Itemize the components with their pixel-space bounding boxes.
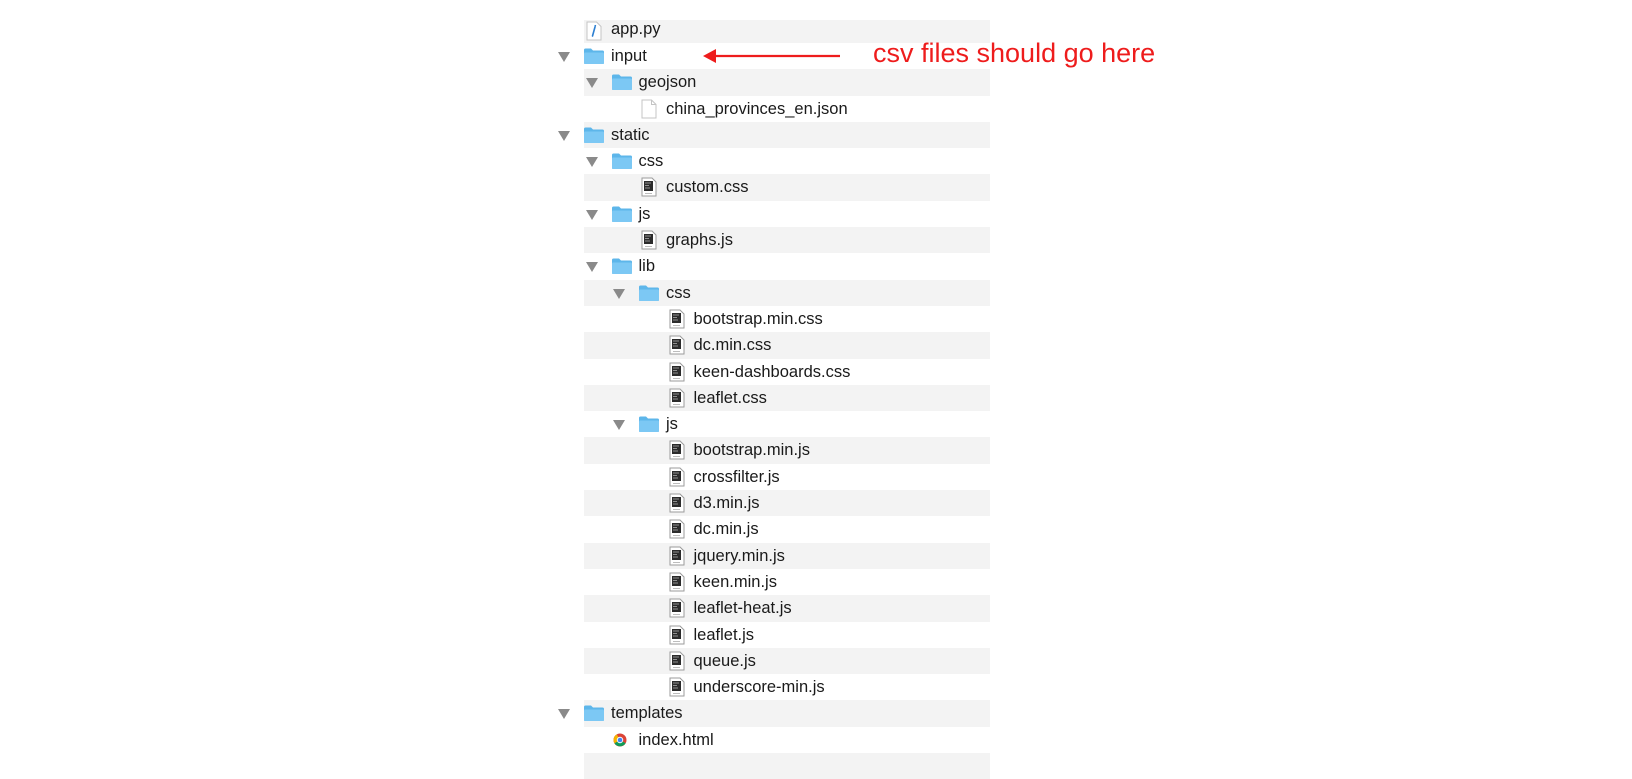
file-name: app.py bbox=[611, 20, 661, 38]
file-name: leaflet.js bbox=[693, 625, 755, 644]
annotation: csv files should go here bbox=[700, 36, 1180, 76]
code-file-icon bbox=[669, 332, 685, 358]
file-name: dc.min.css bbox=[693, 336, 772, 355]
file-name: leaflet-heat.js bbox=[693, 599, 792, 618]
file-row-keen-dashboards-css[interactable]: keen-dashboards.css bbox=[584, 359, 990, 385]
folder-row-geojson[interactable]: geojson bbox=[584, 69, 990, 96]
file-row-crossfilter-js[interactable]: crossfilter.js bbox=[584, 464, 990, 490]
folder-icon bbox=[583, 700, 605, 726]
file-row-leaflet-css[interactable]: leaflet.css bbox=[584, 384, 990, 412]
folder-icon bbox=[583, 122, 605, 148]
annotation-text: csv files should go here bbox=[873, 38, 1156, 68]
code-file-icon bbox=[669, 516, 685, 542]
file-row-graphs-js[interactable]: graphs.js bbox=[584, 227, 990, 254]
file-row-jquery-min-js[interactable]: jquery.min.js bbox=[584, 542, 990, 569]
file-name: bootstrap.min.css bbox=[693, 309, 823, 328]
folder-row-lib[interactable]: lib bbox=[584, 253, 990, 279]
file-row-index-html[interactable]: index.html bbox=[584, 727, 990, 753]
folder-row-js[interactable]: js bbox=[584, 201, 990, 227]
file-row-underscore-min-js[interactable]: underscore-min.js bbox=[584, 674, 990, 700]
file-name: bootstrap.min.js bbox=[693, 441, 810, 460]
folder-icon bbox=[611, 253, 633, 279]
disclosure-triangle-icon[interactable] bbox=[585, 209, 598, 220]
folder-icon bbox=[638, 411, 660, 437]
folder-name: input bbox=[611, 47, 647, 65]
code-file-icon bbox=[669, 490, 685, 516]
file-row-queue-js[interactable]: queue.js bbox=[584, 647, 990, 675]
folder-name: js bbox=[638, 204, 651, 223]
document-file-icon bbox=[641, 96, 657, 122]
file-name: china_provinces_en.json bbox=[666, 99, 848, 118]
file-row-bootstrap-min-js[interactable]: bootstrap.min.js bbox=[584, 437, 990, 464]
folder-row-templates[interactable]: templates bbox=[558, 700, 990, 727]
chrome-html-icon bbox=[613, 727, 627, 753]
file-name: dc.min.js bbox=[693, 520, 759, 539]
python-file-icon bbox=[586, 18, 602, 44]
disclosure-triangle-icon[interactable] bbox=[558, 52, 570, 62]
file-row-dc-min-css[interactable]: dc.min.css bbox=[584, 332, 990, 359]
folder-row-input[interactable]: input bbox=[558, 43, 990, 69]
folder-icon bbox=[583, 43, 605, 69]
file-row-custom-css[interactable]: custom.css bbox=[584, 174, 990, 201]
empty-row bbox=[584, 753, 990, 779]
folder-row-static[interactable]: static bbox=[558, 121, 990, 149]
code-file-icon bbox=[641, 174, 657, 200]
disclosure-triangle-icon[interactable] bbox=[585, 157, 598, 168]
file-name: leaflet.css bbox=[693, 388, 767, 407]
file-name: queue.js bbox=[693, 651, 756, 670]
code-file-icon bbox=[669, 464, 685, 490]
file-name: underscore-min.js bbox=[693, 678, 825, 697]
file-name: custom.css bbox=[666, 178, 749, 197]
folder-name: js bbox=[666, 415, 678, 434]
file-row-keen-min-js[interactable]: keen.min.js bbox=[584, 569, 990, 595]
code-file-icon bbox=[669, 437, 685, 463]
code-file-icon bbox=[669, 622, 685, 648]
disclosure-triangle-icon[interactable] bbox=[613, 288, 625, 299]
folder-name: static bbox=[611, 125, 650, 144]
disclosure-triangle-icon[interactable] bbox=[585, 262, 598, 273]
code-file-icon bbox=[669, 674, 685, 700]
file-name: graphs.js bbox=[666, 231, 733, 250]
disclosure-triangle-icon[interactable] bbox=[585, 78, 598, 89]
annotation-arrow bbox=[703, 49, 840, 63]
code-file-icon bbox=[641, 227, 657, 253]
code-file-icon bbox=[669, 385, 685, 411]
folder-name: lib bbox=[638, 257, 656, 276]
folder-icon bbox=[611, 69, 633, 95]
file-row-d3-min-js[interactable]: d3.min.js bbox=[584, 490, 990, 517]
code-file-icon bbox=[669, 648, 685, 674]
file-row-dc-min-js[interactable]: dc.min.js bbox=[584, 516, 990, 542]
disclosure-triangle-icon[interactable] bbox=[558, 709, 570, 720]
file-name: index.html bbox=[638, 730, 714, 749]
folder-icon bbox=[611, 201, 633, 227]
file-row-bootstrap-min-css[interactable]: bootstrap.min.css bbox=[584, 306, 990, 332]
file-name: jquery.min.js bbox=[693, 546, 785, 565]
folder-row-js[interactable]: js bbox=[584, 411, 990, 437]
file-row-china-provinces-en-json[interactable]: china_provinces_en.json bbox=[584, 96, 990, 122]
code-file-icon bbox=[669, 543, 685, 569]
file-row-leaflet-heat-js[interactable]: leaflet-heat.js bbox=[584, 595, 990, 622]
disclosure-triangle-icon[interactable] bbox=[558, 130, 570, 141]
file-tree: app.py input geojson china_provinces_en.jso… bbox=[558, 20, 990, 779]
disclosure-triangle-icon[interactable] bbox=[613, 420, 625, 431]
code-file-icon bbox=[669, 306, 685, 332]
file-name: keen-dashboards.css bbox=[693, 362, 851, 381]
folder-row-css[interactable]: css bbox=[584, 148, 990, 174]
file-row-app-py[interactable]: app.py bbox=[584, 20, 990, 43]
folder-name: css bbox=[638, 152, 664, 171]
folder-row-css[interactable]: css bbox=[584, 279, 990, 306]
folder-name: geojson bbox=[638, 73, 697, 92]
file-row-leaflet-js[interactable]: leaflet.js bbox=[584, 622, 990, 648]
code-file-icon bbox=[669, 569, 685, 595]
folder-name: css bbox=[666, 283, 691, 302]
folder-name: templates bbox=[611, 704, 683, 723]
folder-icon bbox=[638, 280, 660, 306]
file-name: keen.min.js bbox=[693, 572, 777, 591]
file-name: d3.min.js bbox=[693, 494, 760, 513]
code-file-icon bbox=[669, 359, 685, 385]
code-file-icon bbox=[669, 595, 685, 621]
folder-icon bbox=[611, 148, 633, 174]
file-name: crossfilter.js bbox=[693, 467, 780, 486]
